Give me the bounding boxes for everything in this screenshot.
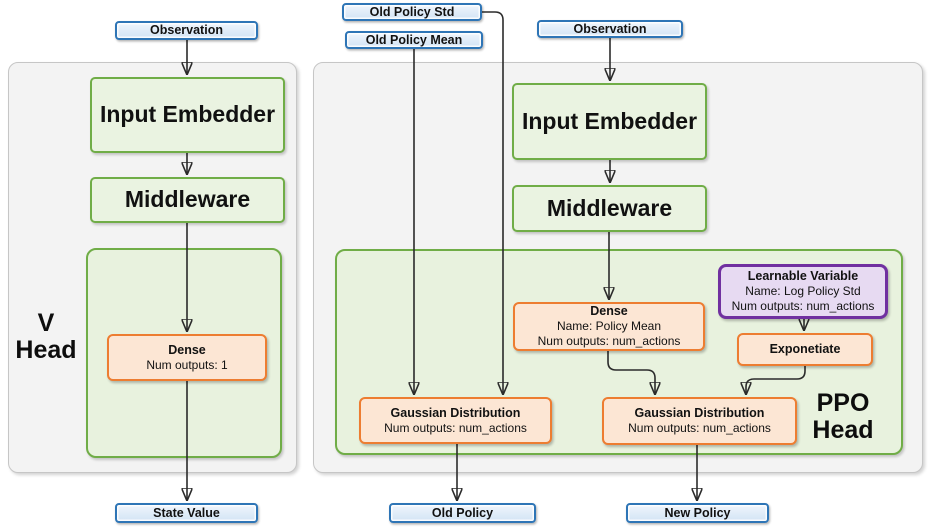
input-embedder-node-left: Input Embedder bbox=[90, 77, 285, 153]
old-policy-std-node: Old Policy Std bbox=[342, 3, 482, 21]
gaussian-old-outputs: Num outputs: num_actions bbox=[384, 420, 527, 435]
dense-node-left: Dense Num outputs: 1 bbox=[107, 334, 267, 381]
learnable-title: Learnable Variable bbox=[747, 269, 859, 283]
ppo-head-label-line2: Head bbox=[812, 416, 874, 444]
dense-node-right: Dense Name: Policy Mean Num outputs: num… bbox=[513, 302, 705, 351]
ppo-head-label: PPO Head bbox=[807, 390, 879, 444]
v-head-label-line2: Head bbox=[15, 336, 77, 364]
input-embedder-node-right: Input Embedder bbox=[512, 83, 707, 160]
gaussian-distribution-new-node: Gaussian Distribution Num outputs: num_a… bbox=[602, 397, 797, 445]
gaussian-new-title: Gaussian Distribution bbox=[634, 406, 765, 420]
dense-right-outputs: Num outputs: num_actions bbox=[537, 334, 681, 348]
learnable-outputs: Num outputs: num_actions bbox=[731, 299, 875, 313]
observation-node-left: Observation bbox=[115, 21, 258, 40]
old-policy-node: Old Policy bbox=[389, 503, 536, 523]
dense-left-title: Dense bbox=[168, 342, 206, 357]
v-head-label-line1: V bbox=[37, 309, 55, 337]
middleware-node-right: Middleware bbox=[512, 185, 707, 232]
dense-right-name: Name: Policy Mean bbox=[556, 319, 662, 333]
exponetiate-label: Exponetiate bbox=[769, 342, 841, 356]
v-head-label: V Head bbox=[10, 310, 82, 364]
new-policy-node: New Policy bbox=[626, 503, 769, 523]
middleware-node-left: Middleware bbox=[90, 177, 285, 223]
exponetiate-node: Exponetiate bbox=[737, 333, 873, 366]
gaussian-old-title: Gaussian Distribution bbox=[390, 405, 521, 420]
observation-node-right: Observation bbox=[537, 20, 683, 38]
learnable-name: Name: Log Policy Std bbox=[745, 284, 861, 298]
gaussian-distribution-old-node: Gaussian Distribution Num outputs: num_a… bbox=[359, 397, 552, 444]
state-value-node: State Value bbox=[115, 503, 258, 523]
dense-left-outputs: Num outputs: 1 bbox=[146, 357, 228, 372]
ppo-head-label-line1: PPO bbox=[816, 389, 870, 417]
learnable-variable-node: Learnable Variable Name: Log Policy Std … bbox=[718, 264, 888, 319]
gaussian-new-outputs: Num outputs: num_actions bbox=[628, 421, 771, 435]
dense-right-title: Dense bbox=[590, 304, 628, 318]
old-policy-mean-node: Old Policy Mean bbox=[345, 31, 483, 49]
